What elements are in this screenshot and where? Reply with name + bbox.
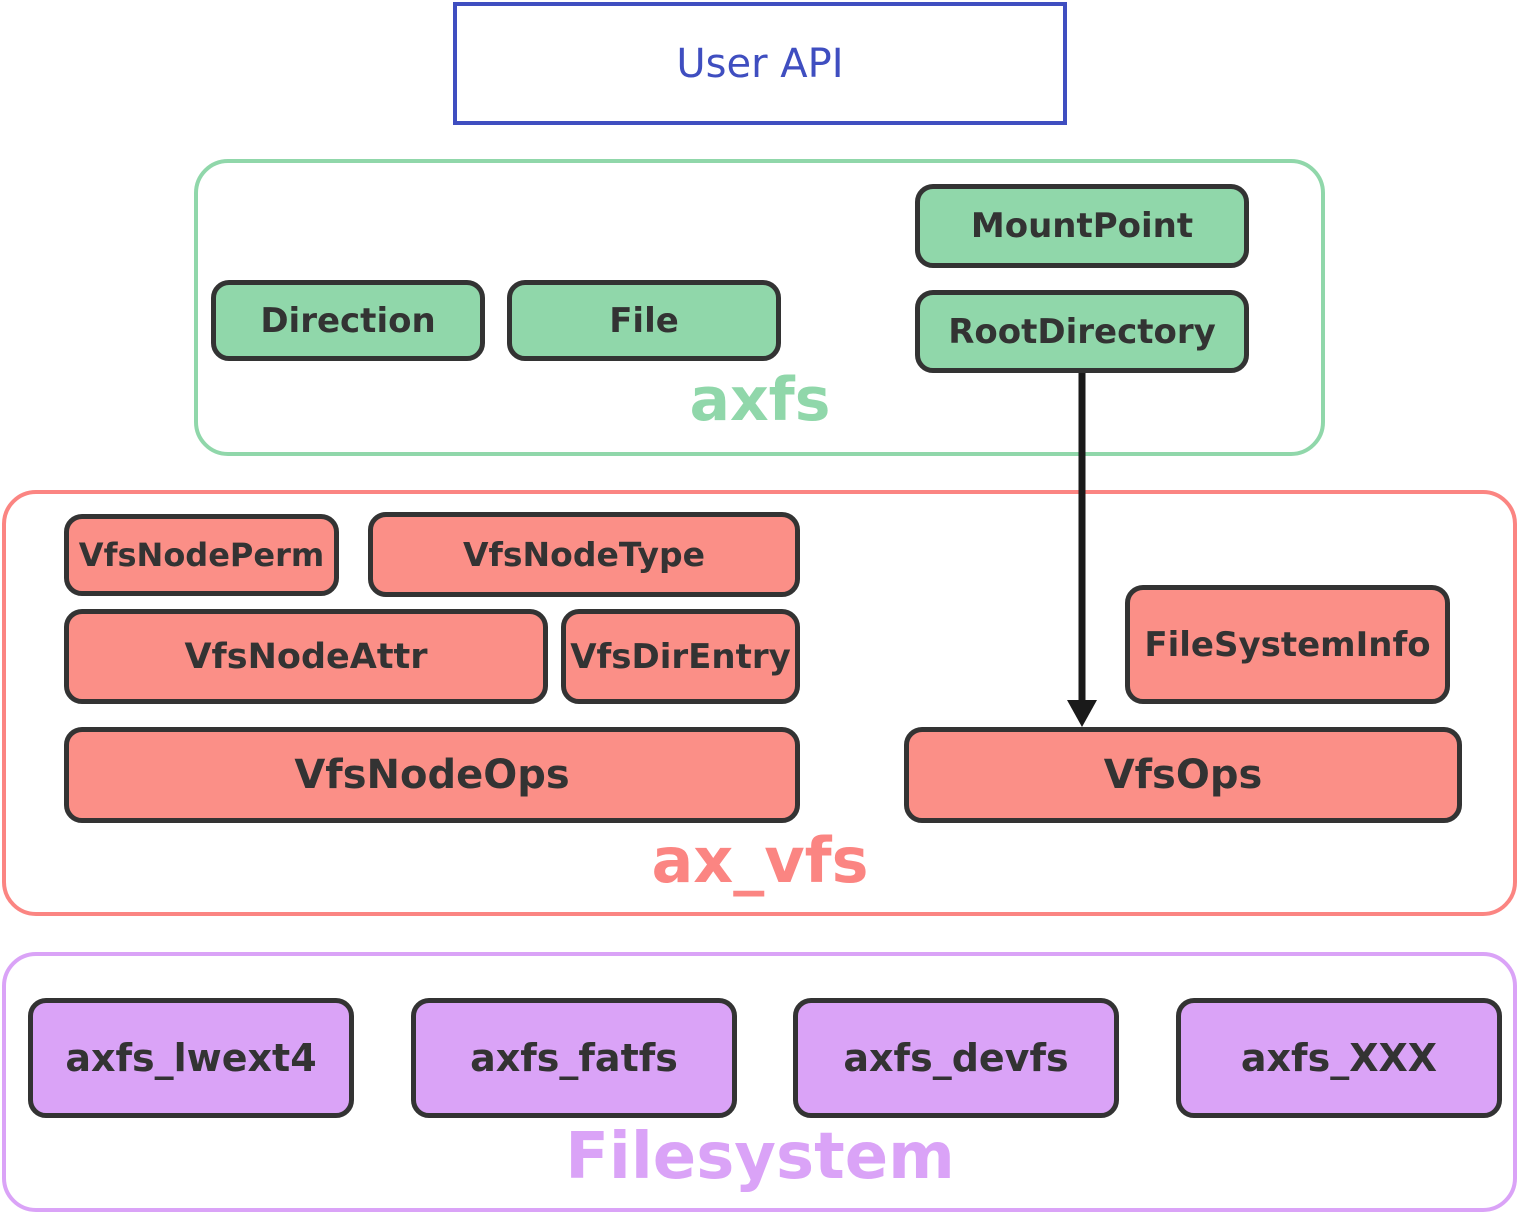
axfs-devfs-box: axfs_devfs [793,998,1119,1118]
direction-label: Direction [260,300,436,341]
vfs-node-attr-box: VfsNodeAttr [64,609,548,704]
file-label: File [609,300,679,341]
mount-point-label: MountPoint [970,206,1194,246]
file-box: File [507,280,781,361]
axfs-layer-title: axfs [689,365,831,435]
file-system-info-label: FileSystemInfo [1144,624,1431,665]
axfs-fatfs-box: axfs_fatfs [411,998,737,1118]
vfs-node-perm-label: VfsNodePerm [78,536,325,574]
filesystem-layer-title: Filesystem [565,1120,955,1194]
vfs-node-ops-label: VfsNodeOps [294,752,570,798]
root-directory-label: RootDirectory [948,311,1216,352]
axfs-fatfs-label: axfs_fatfs [470,1036,678,1080]
file-system-info-box: FileSystemInfo [1125,585,1450,704]
vfs-dir-entry-label: VfsDirEntry [570,636,791,677]
user-api-label: User API [676,40,844,87]
ax-vfs-layer-title: ax_vfs [651,824,869,897]
vfs-node-perm-box: VfsNodePerm [64,514,339,596]
axfs-lwext4-box: axfs_lwext4 [28,998,354,1118]
root-directory-box: RootDirectory [915,290,1249,373]
direction-box: Direction [211,280,485,361]
vfs-node-attr-label: VfsNodeAttr [184,636,428,677]
mount-point-box: MountPoint [915,184,1249,268]
vfs-dir-entry-box: VfsDirEntry [561,609,800,704]
axfs-devfs-label: axfs_devfs [843,1036,1069,1080]
vfs-node-type-box: VfsNodeType [368,512,800,597]
vfs-node-type-label: VfsNodeType [463,535,705,574]
axfs-xxx-label: axfs_XXX [1240,1036,1438,1080]
vfs-ops-box: VfsOps [904,727,1462,823]
axfs-lwext4-label: axfs_lwext4 [65,1036,317,1080]
vfs-node-ops-box: VfsNodeOps [64,727,800,823]
user-api-box: User API [453,2,1067,125]
axfs-xxx-box: axfs_XXX [1176,998,1502,1118]
vfs-ops-label: VfsOps [1103,752,1263,798]
